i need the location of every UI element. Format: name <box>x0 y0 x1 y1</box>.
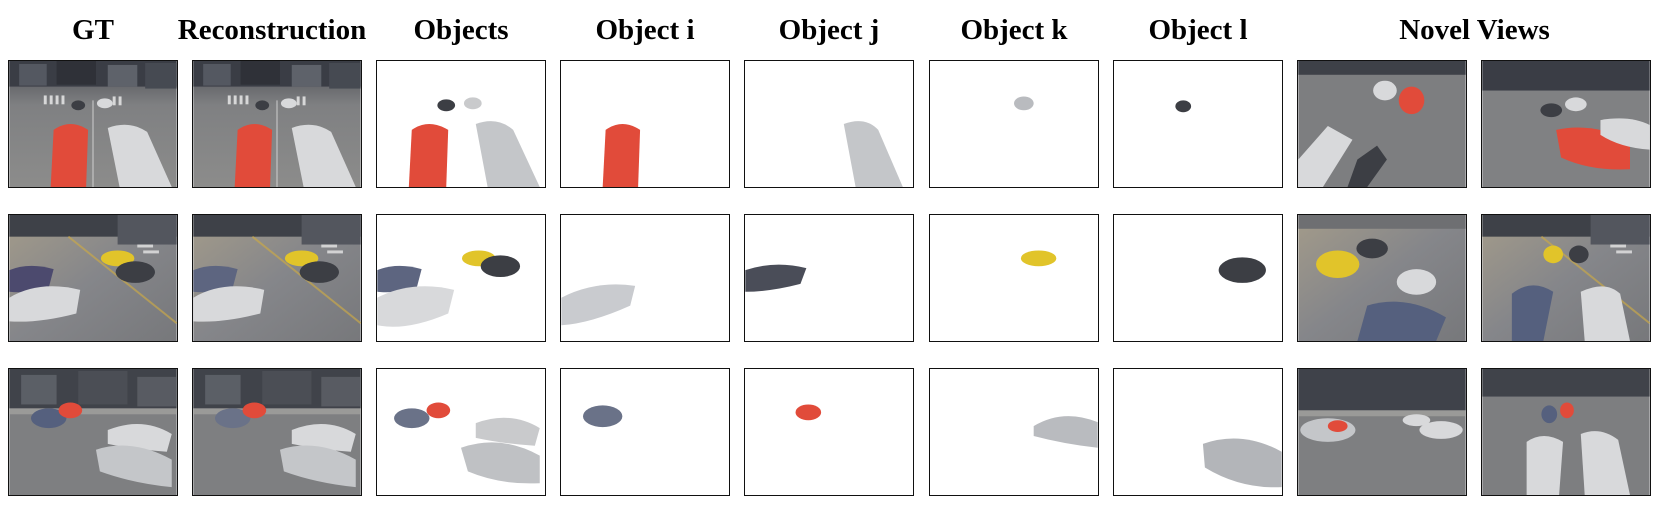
row1-object-k-image <box>929 60 1099 188</box>
header-object-i: Object i <box>595 14 695 46</box>
row3-gt-image <box>8 368 178 496</box>
row3-objects-image <box>376 368 546 496</box>
row2-novel-view-1-image <box>1297 214 1467 342</box>
row1-object-i-image <box>560 60 730 188</box>
header-objects: Objects <box>413 14 509 46</box>
header-novel-views: Novel Views <box>1399 14 1550 46</box>
header-gt: GT <box>72 14 114 46</box>
row2-objects-image <box>376 214 546 342</box>
row1-object-l-image <box>1113 60 1283 188</box>
header-object-l: Object l <box>1148 14 1248 46</box>
row3-object-j-image <box>744 368 914 496</box>
row3-object-k-image <box>929 368 1099 496</box>
row2-object-j-image <box>744 214 914 342</box>
header-object-k: Object k <box>960 14 1068 46</box>
row2-novel-view-2-image <box>1481 214 1651 342</box>
row2-reconstruction-image <box>192 214 362 342</box>
row1-novel-view-2-image <box>1481 60 1651 188</box>
row3-novel-view-1-image <box>1297 368 1467 496</box>
row3-reconstruction-image <box>192 368 362 496</box>
row1-reconstruction-image <box>192 60 362 188</box>
row1-novel-view-1-image <box>1297 60 1467 188</box>
row3-object-i-image <box>560 368 730 496</box>
row2-object-l-image <box>1113 214 1283 342</box>
row3-object-l-image <box>1113 368 1283 496</box>
row1-object-j-image <box>744 60 914 188</box>
row2-object-k-image <box>929 214 1099 342</box>
header-object-j: Object j <box>778 14 880 46</box>
row2-object-i-image <box>560 214 730 342</box>
header-reconstruction: Reconstruction <box>177 14 367 46</box>
row1-objects-image <box>376 60 546 188</box>
row3-novel-view-2-image <box>1481 368 1651 496</box>
row1-gt-image <box>8 60 178 188</box>
row2-gt-image <box>8 214 178 342</box>
